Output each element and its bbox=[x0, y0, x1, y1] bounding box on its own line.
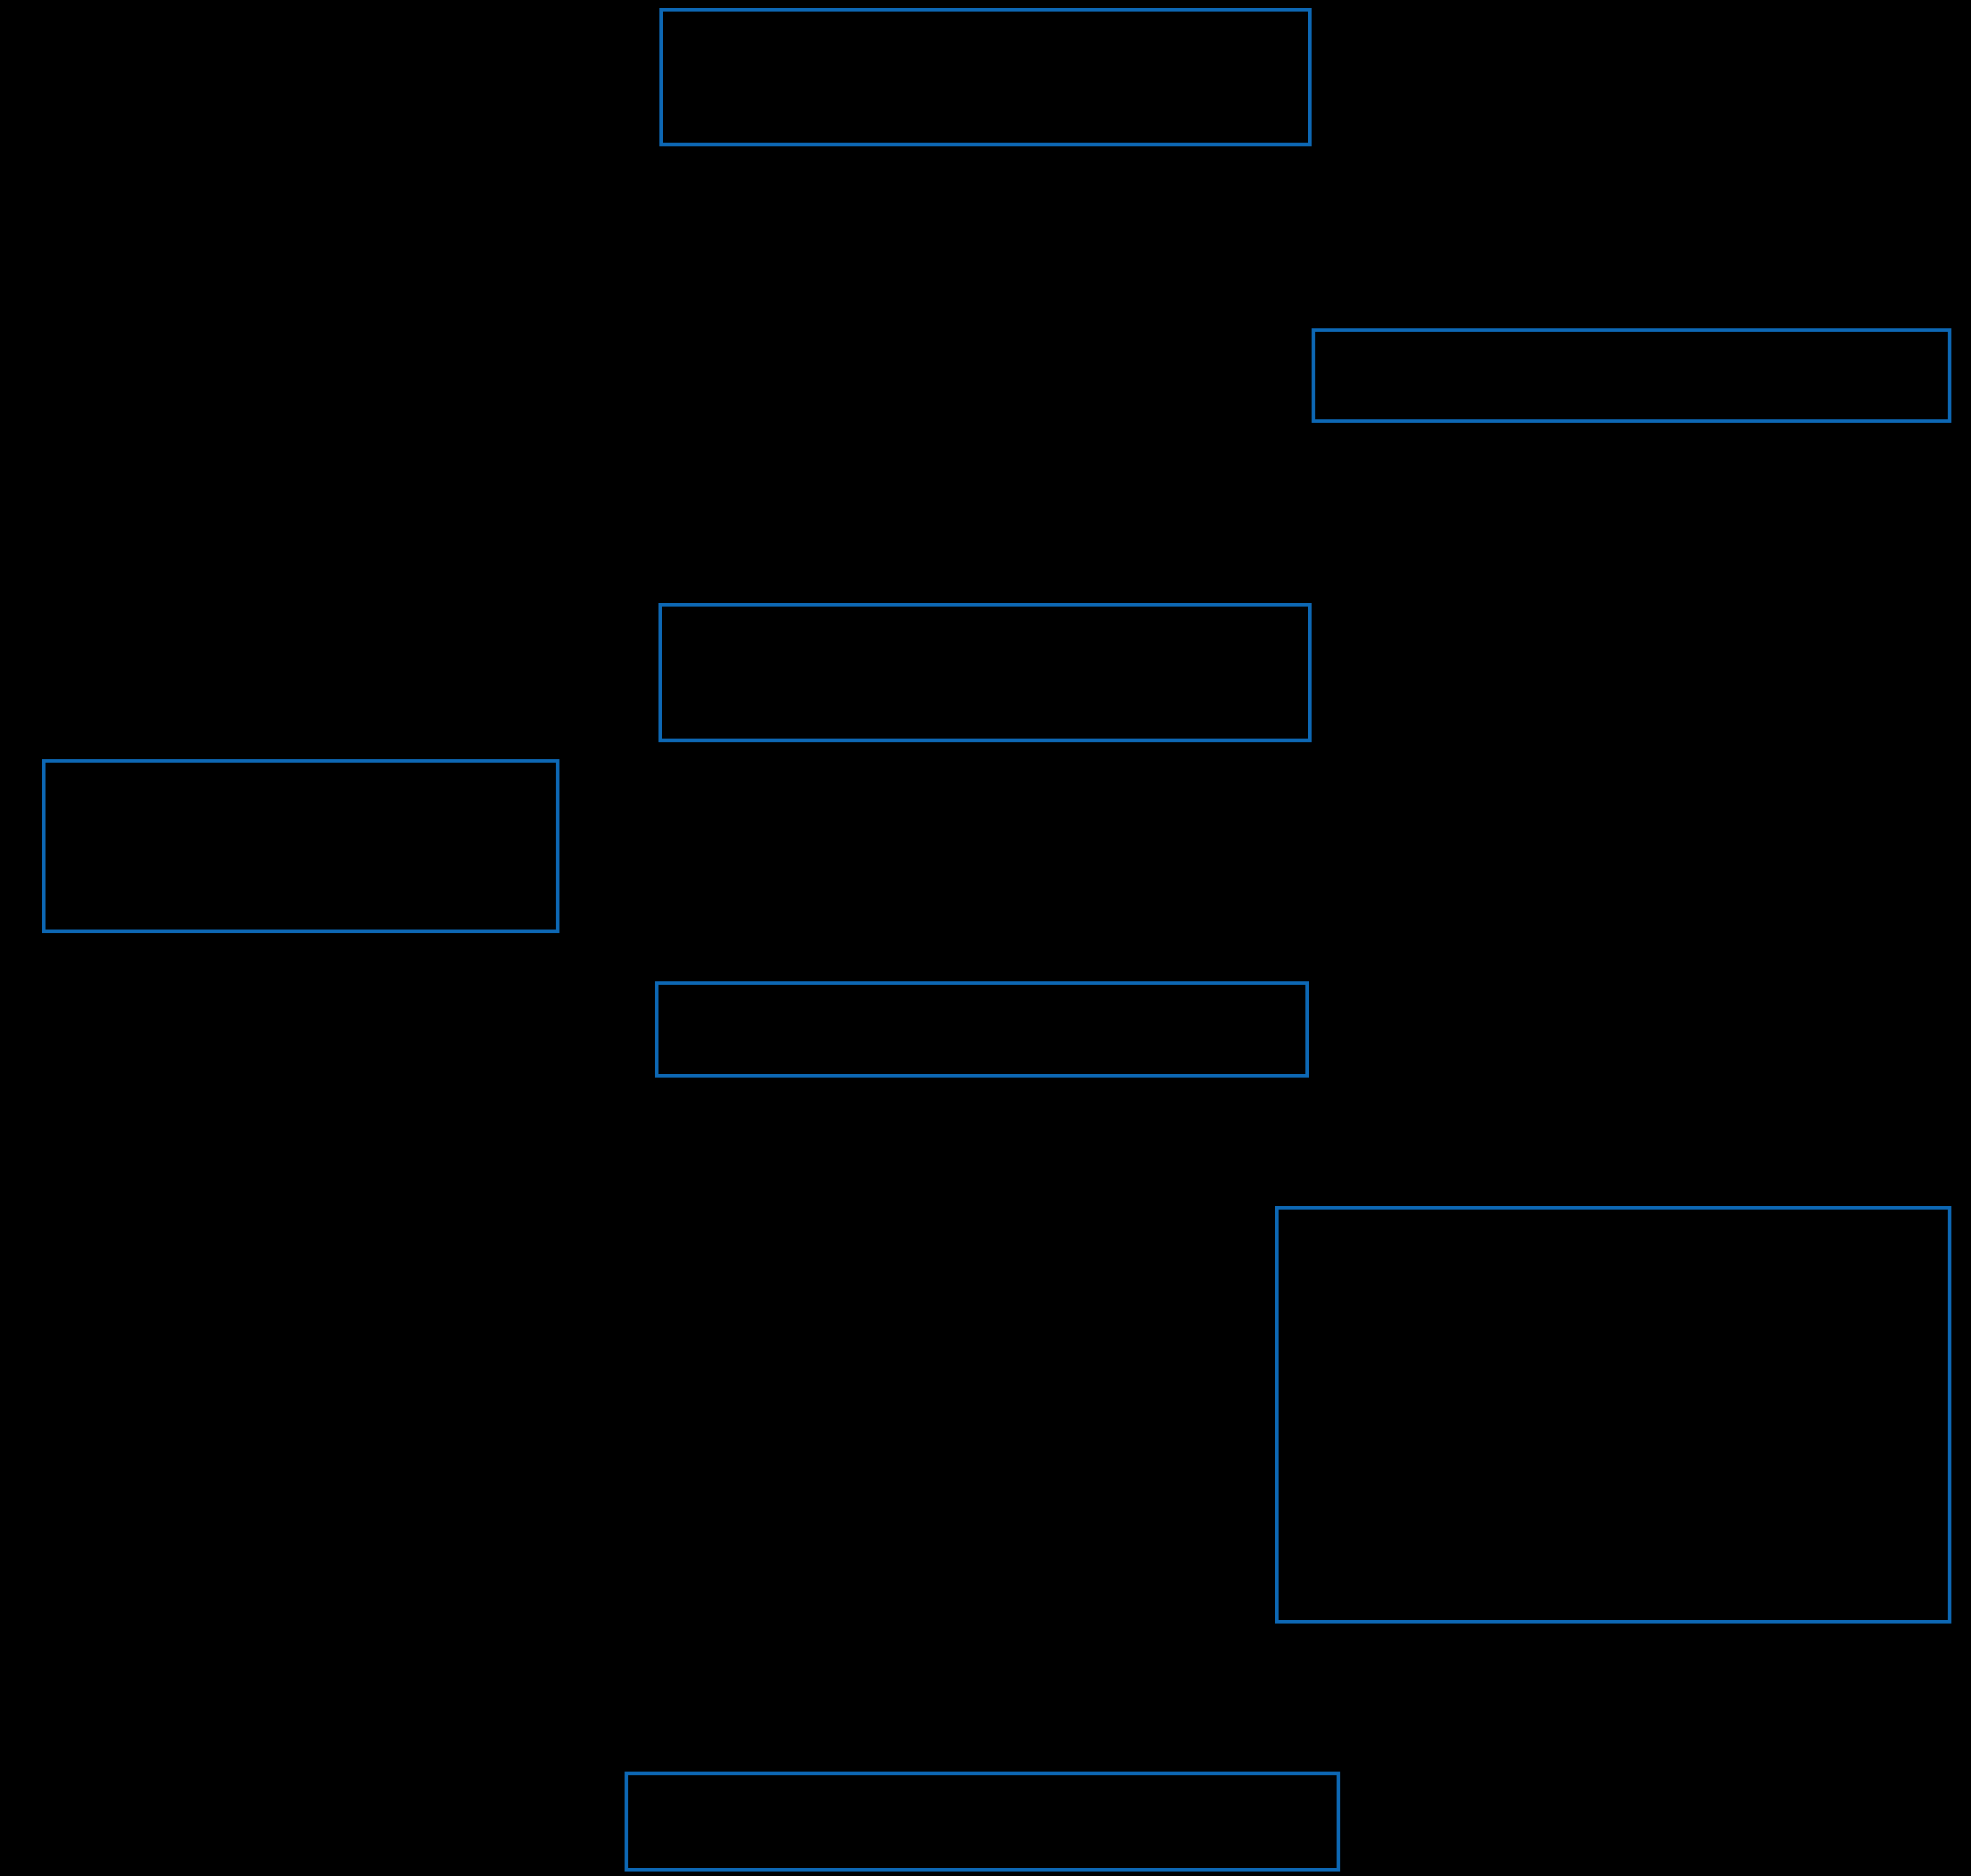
outline-box-left bbox=[42, 759, 559, 933]
outline-box-top-center bbox=[659, 8, 1312, 146]
outline-box-center-lower bbox=[655, 981, 1309, 1078]
outline-box-middle-center bbox=[658, 603, 1312, 742]
outline-box-right-large bbox=[1275, 1206, 1951, 1624]
outline-box-right-upper bbox=[1312, 328, 1951, 423]
outline-box-bottom-center bbox=[625, 1772, 1340, 1872]
